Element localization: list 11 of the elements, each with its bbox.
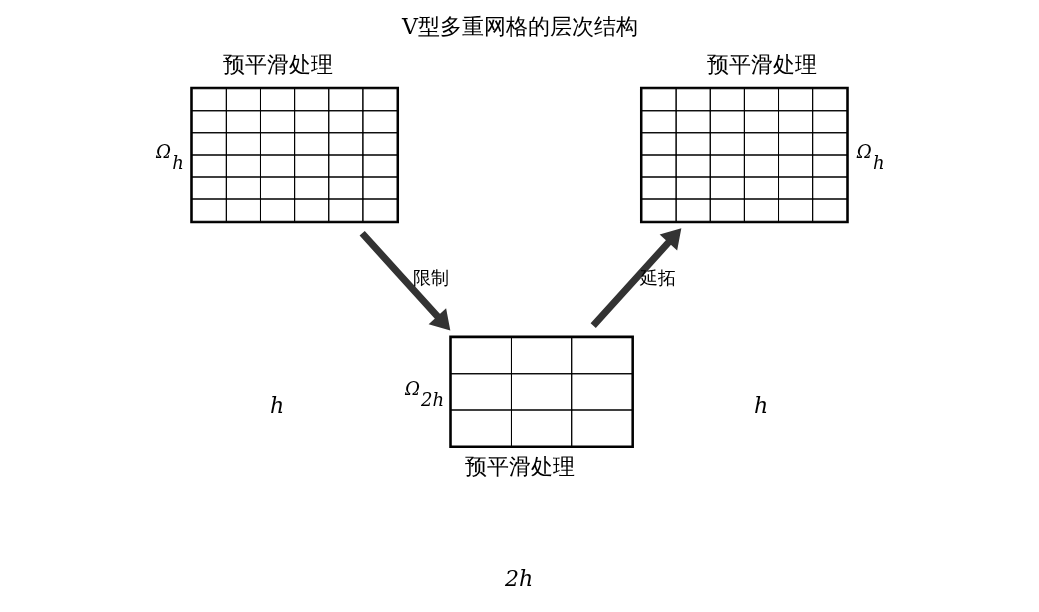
edge-label: 限制	[413, 266, 450, 288]
edge-label: 延拓	[639, 266, 676, 288]
node-label: 预平滑处理	[222, 52, 333, 78]
label: h	[753, 392, 769, 418]
label: h	[270, 392, 285, 418]
label: 2h	[504, 566, 534, 592]
arrow	[359, 230, 451, 331]
node-label: 预平滑处理	[706, 52, 817, 78]
arrow	[590, 228, 682, 328]
diagram-title: V型多重网格的层次结构	[402, 14, 638, 40]
node-label: 预平滑处理	[464, 453, 575, 479]
